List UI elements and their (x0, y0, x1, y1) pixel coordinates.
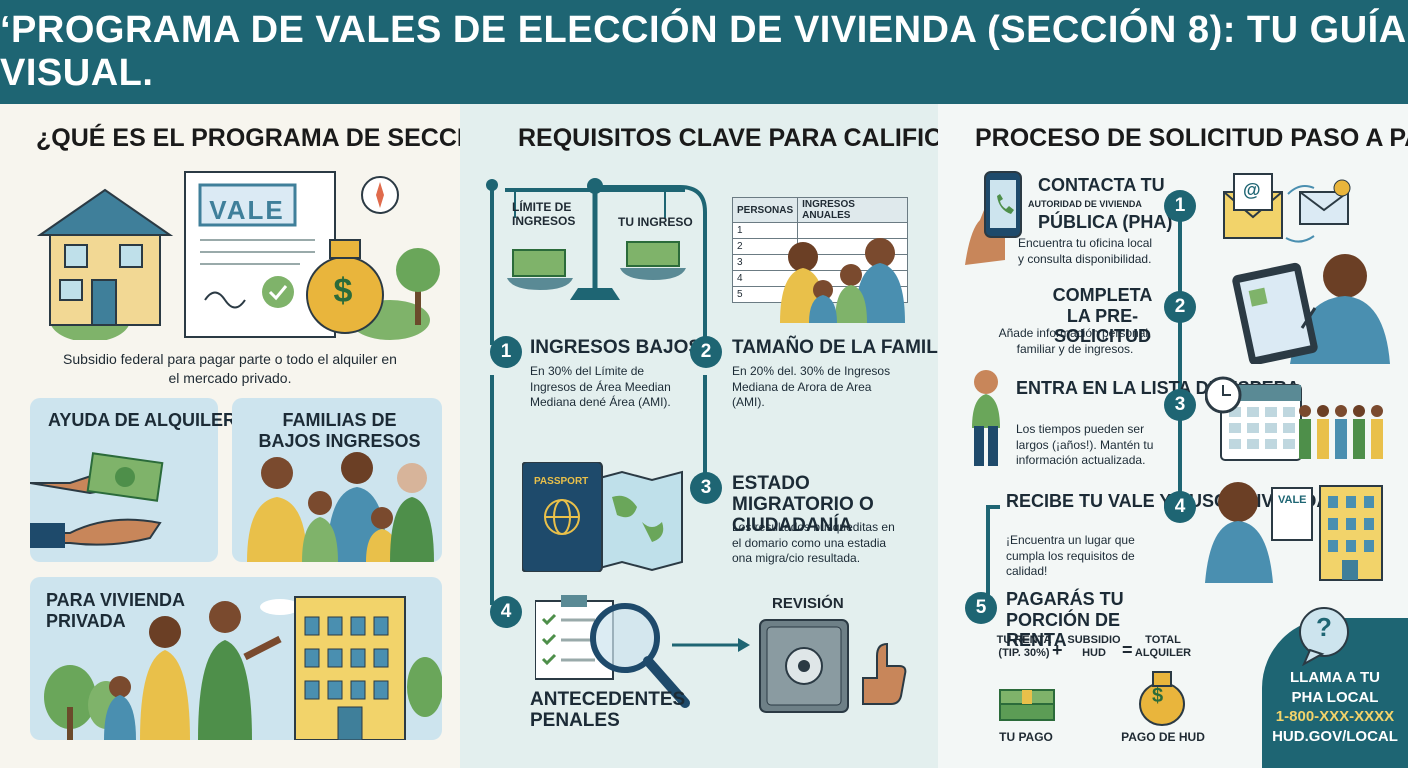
hud-website-link[interactable]: HUD.GOV/LOCAL (1272, 727, 1398, 745)
card-rent-help (30, 398, 218, 562)
hero-illustration (36, 171, 440, 340)
safe-thumbs-up-icon (759, 619, 907, 713)
table-header: PERSONAS (731, 197, 799, 223)
section-title-what-is: ¿QUÉ ES EL PROGRAMA DE SECCIÓN 8? (36, 124, 538, 152)
tablet-person-icon (1232, 254, 1390, 364)
tree-icon (396, 248, 440, 325)
step-title: CONTACTA TU (1038, 175, 1165, 195)
requirement-number: 1 (490, 336, 522, 368)
question-mark: ? (1316, 612, 1332, 642)
page-title: ‘PROGRAMA DE VALES DE ELECCIÓN DE VIVIEN… (0, 9, 1406, 94)
dollar-sign: $ (333, 272, 353, 310)
cash-stack-icon (999, 689, 1055, 721)
step-number: 5 (965, 592, 997, 624)
requirement-number: 3 (690, 472, 722, 504)
formula-total-rent: TOTAL ALQUILER (1134, 634, 1192, 660)
voucher-card-label: VALE (1278, 494, 1307, 506)
calendar-queue-icon (1205, 376, 1383, 461)
call-pha-text: LLAMA A TU PHA LOCAL 1-800-XXX-XXXX HUD.… (1262, 668, 1408, 746)
money-bag-icon (1139, 671, 1185, 726)
process-connector (986, 505, 1000, 597)
review-label: REVISIÓN (772, 595, 844, 612)
person-voucher-building-icon (1205, 482, 1383, 583)
step-title: COMPLETA LA PRE-SOLICITUD (1052, 285, 1153, 347)
step-subtitle: PÚBLICA (PHA) (1038, 212, 1173, 232)
compass-icon (361, 176, 399, 214)
requirement-desc: En 20% del. 30% de Ingresos Mediana de A… (732, 364, 891, 410)
step-title: PAGARÁS TU PORCIÓN DE RENTA (1006, 589, 1124, 651)
step-desc: Añade información personal, familiar y d… (998, 326, 1152, 356)
family-building-icon (44, 596, 442, 740)
your-payment-label: TU PAGO (999, 730, 1053, 744)
cash-hand-icon (30, 452, 164, 548)
requirement-number: 4 (490, 596, 522, 628)
requirement-title: ANTECEDENTES PENALES (530, 689, 686, 731)
call-line2: PHA LOCAL (1291, 688, 1379, 706)
passport-map-icon (522, 462, 683, 572)
step-desc: Encuentra tu oficina local y consulta di… (1018, 236, 1153, 266)
requirement-desc: En 30% del Límite de Ingresos de Área Me… (530, 364, 671, 410)
card-private-housing (30, 577, 442, 740)
scale-right-label: TU INGRESO (618, 215, 693, 229)
card-rent-help-label: AYUDA DE ALQUILER (48, 410, 237, 430)
dollar-sign: $ (1152, 685, 1164, 707)
question-bubble-icon (1299, 607, 1349, 666)
step-number: 3 (1164, 389, 1196, 421)
scale-left-label: LÍMITE DE INGRESOS (512, 200, 576, 228)
requirement-title: INGRESOS BAJOS (530, 337, 702, 358)
formula-equals: = (1122, 640, 1133, 660)
section-title-process: PROCESO DE SOLICITUD PASO A PASO (975, 124, 1408, 152)
voucher-label: VALE (209, 195, 285, 225)
money-bag-icon (306, 239, 384, 334)
email-icon (1223, 173, 1351, 243)
card-private-housing-label: PARA VIVIENDA PRIVADA (46, 590, 185, 631)
step-desc: ¡Encuentra un lugar que cumpla los requi… (1006, 533, 1135, 579)
formula-hud-subsidy: SUBSIDIO HUD (1067, 634, 1121, 660)
step-number: 4 (1164, 491, 1196, 523)
requirement-desc: Los resultados busqueditas en el domario… (732, 520, 895, 566)
scale-icon (505, 178, 686, 300)
requirement-title: ESTADO MIGRATORIO O CIUDADANÍA (732, 473, 874, 536)
hud-payment-label: PAGO DE HUD (1121, 730, 1205, 744)
at-sign: @ (1243, 180, 1261, 200)
requirement-title: TAMAÑO DE LA FAMILIA (732, 337, 957, 358)
phone-number[interactable]: 1-800-XXX-XXXX (1275, 708, 1395, 725)
phone-icon (965, 171, 1022, 265)
house-icon (36, 188, 174, 326)
checklist-magnifier-icon (535, 595, 690, 708)
process-timeline (1178, 205, 1182, 505)
header-banner: ‘PROGRAMA DE VALES DE ELECCIÓN DE VIVIEN… (0, 0, 1408, 104)
call-line1: LLAMA A TU (1290, 669, 1380, 686)
formula-plus: + (1052, 640, 1063, 660)
arrow-right-icon (672, 638, 750, 652)
family-icon (247, 452, 434, 562)
requirement-number: 2 (690, 336, 722, 368)
passport-label: PASSPORT (534, 476, 589, 487)
program-description: Subsidio federal para pagar parte o todo… (63, 351, 397, 386)
table-header: INGRESOS ANUALES (797, 197, 909, 223)
section-title-requirements: REQUISITOS CLAVE PARA CALIFICAR (518, 124, 979, 152)
thinking-person-icon (972, 370, 1000, 466)
step-number: 1 (1164, 190, 1196, 222)
step-subtitle: AUTORIDAD DE VIVIENDA (1028, 199, 1142, 209)
step-desc: Los tiempos pueden ser largos (¡años!). … (1016, 422, 1154, 468)
table-cell: 5 (731, 286, 799, 303)
card-low-income-label: FAMILIAS DE BAJOS INGRESOS (258, 410, 421, 451)
formula-your-rent: TU RENTA (TIP. 30%) (996, 634, 1052, 660)
cash-stack-icon (512, 249, 566, 277)
requirements-connector (486, 179, 707, 605)
family-icon (780, 238, 905, 323)
step-number: 2 (1164, 291, 1196, 323)
card-low-income (232, 398, 442, 562)
